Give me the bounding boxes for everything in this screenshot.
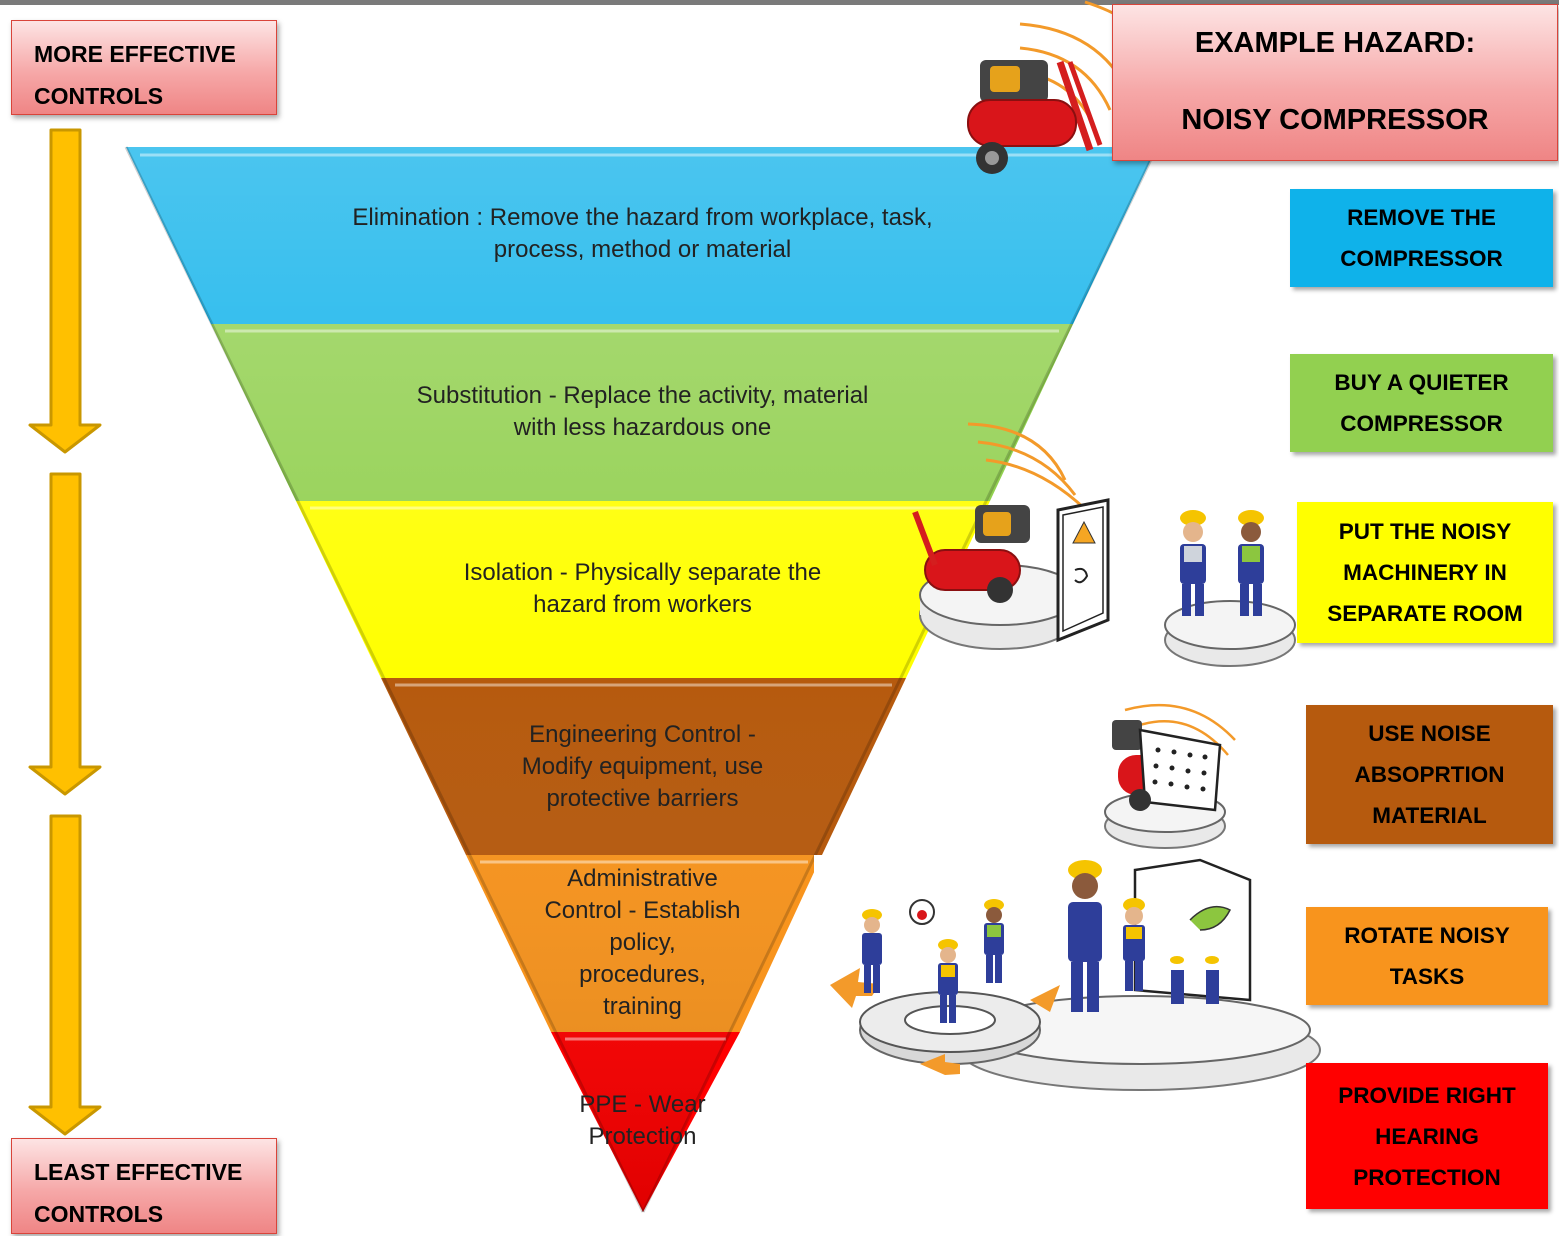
example-separate-room: PUT THE NOISY MACHINERY IN SEPARATE ROOM	[1297, 502, 1553, 643]
hazard-title: EXAMPLE HAZARD:	[1194, 27, 1476, 59]
workers-illustration	[1180, 510, 1264, 616]
layer-text-engineering: Engineering Control - Modify equipment, …	[521, 721, 764, 812]
example-remove-compressor: REMOVE THE COMPRESSOR	[1290, 189, 1553, 287]
rotation-illustration	[814, 855, 1321, 1091]
layer-text-ppe: PPE - Wear Protection	[579, 1091, 706, 1150]
absorption-illustration	[1084, 686, 1258, 849]
example-rotate-tasks: ROTATE NOISY TASKS	[1306, 907, 1548, 1005]
layer-text-substitution: Substitution - Replace the activity, mat…	[416, 382, 869, 441]
worker-figures	[862, 860, 1219, 1023]
compressor-illustration	[967, 0, 1132, 174]
down-arrow-1	[28, 128, 102, 454]
layer-text-elimination: Elimination : Remove the hazard from wor…	[352, 204, 933, 263]
example-hearing-protection: PROVIDE RIGHT HEARING PROTECTION	[1306, 1063, 1548, 1209]
layer-text-isolation: Isolation - Physically separate the haza…	[463, 559, 822, 618]
example-quieter-compressor: BUY A QUIETER COMPRESSOR	[1290, 354, 1553, 452]
least-effective-label: LEAST EFFECTIVE CONTROLS	[11, 1138, 277, 1234]
layer-text-administrative: Administrative Control - Establish polic…	[544, 865, 741, 1020]
down-arrow-3	[28, 814, 102, 1136]
hazard-name: NOISY COMPRESSOR	[1181, 104, 1489, 136]
effectiveness-arrows	[28, 128, 102, 1136]
top-border	[0, 0, 1559, 5]
more-effective-label: MORE EFFECTIVE CONTROLS	[11, 20, 277, 115]
down-arrow-2	[28, 472, 102, 796]
example-hazard-box: EXAMPLE HAZARD: NOISY COMPRESSOR	[1112, 4, 1558, 161]
pyramid	[124, 146, 1159, 1213]
example-absorption-material: USE NOISE ABSOPRTION MATERIAL	[1306, 705, 1553, 844]
